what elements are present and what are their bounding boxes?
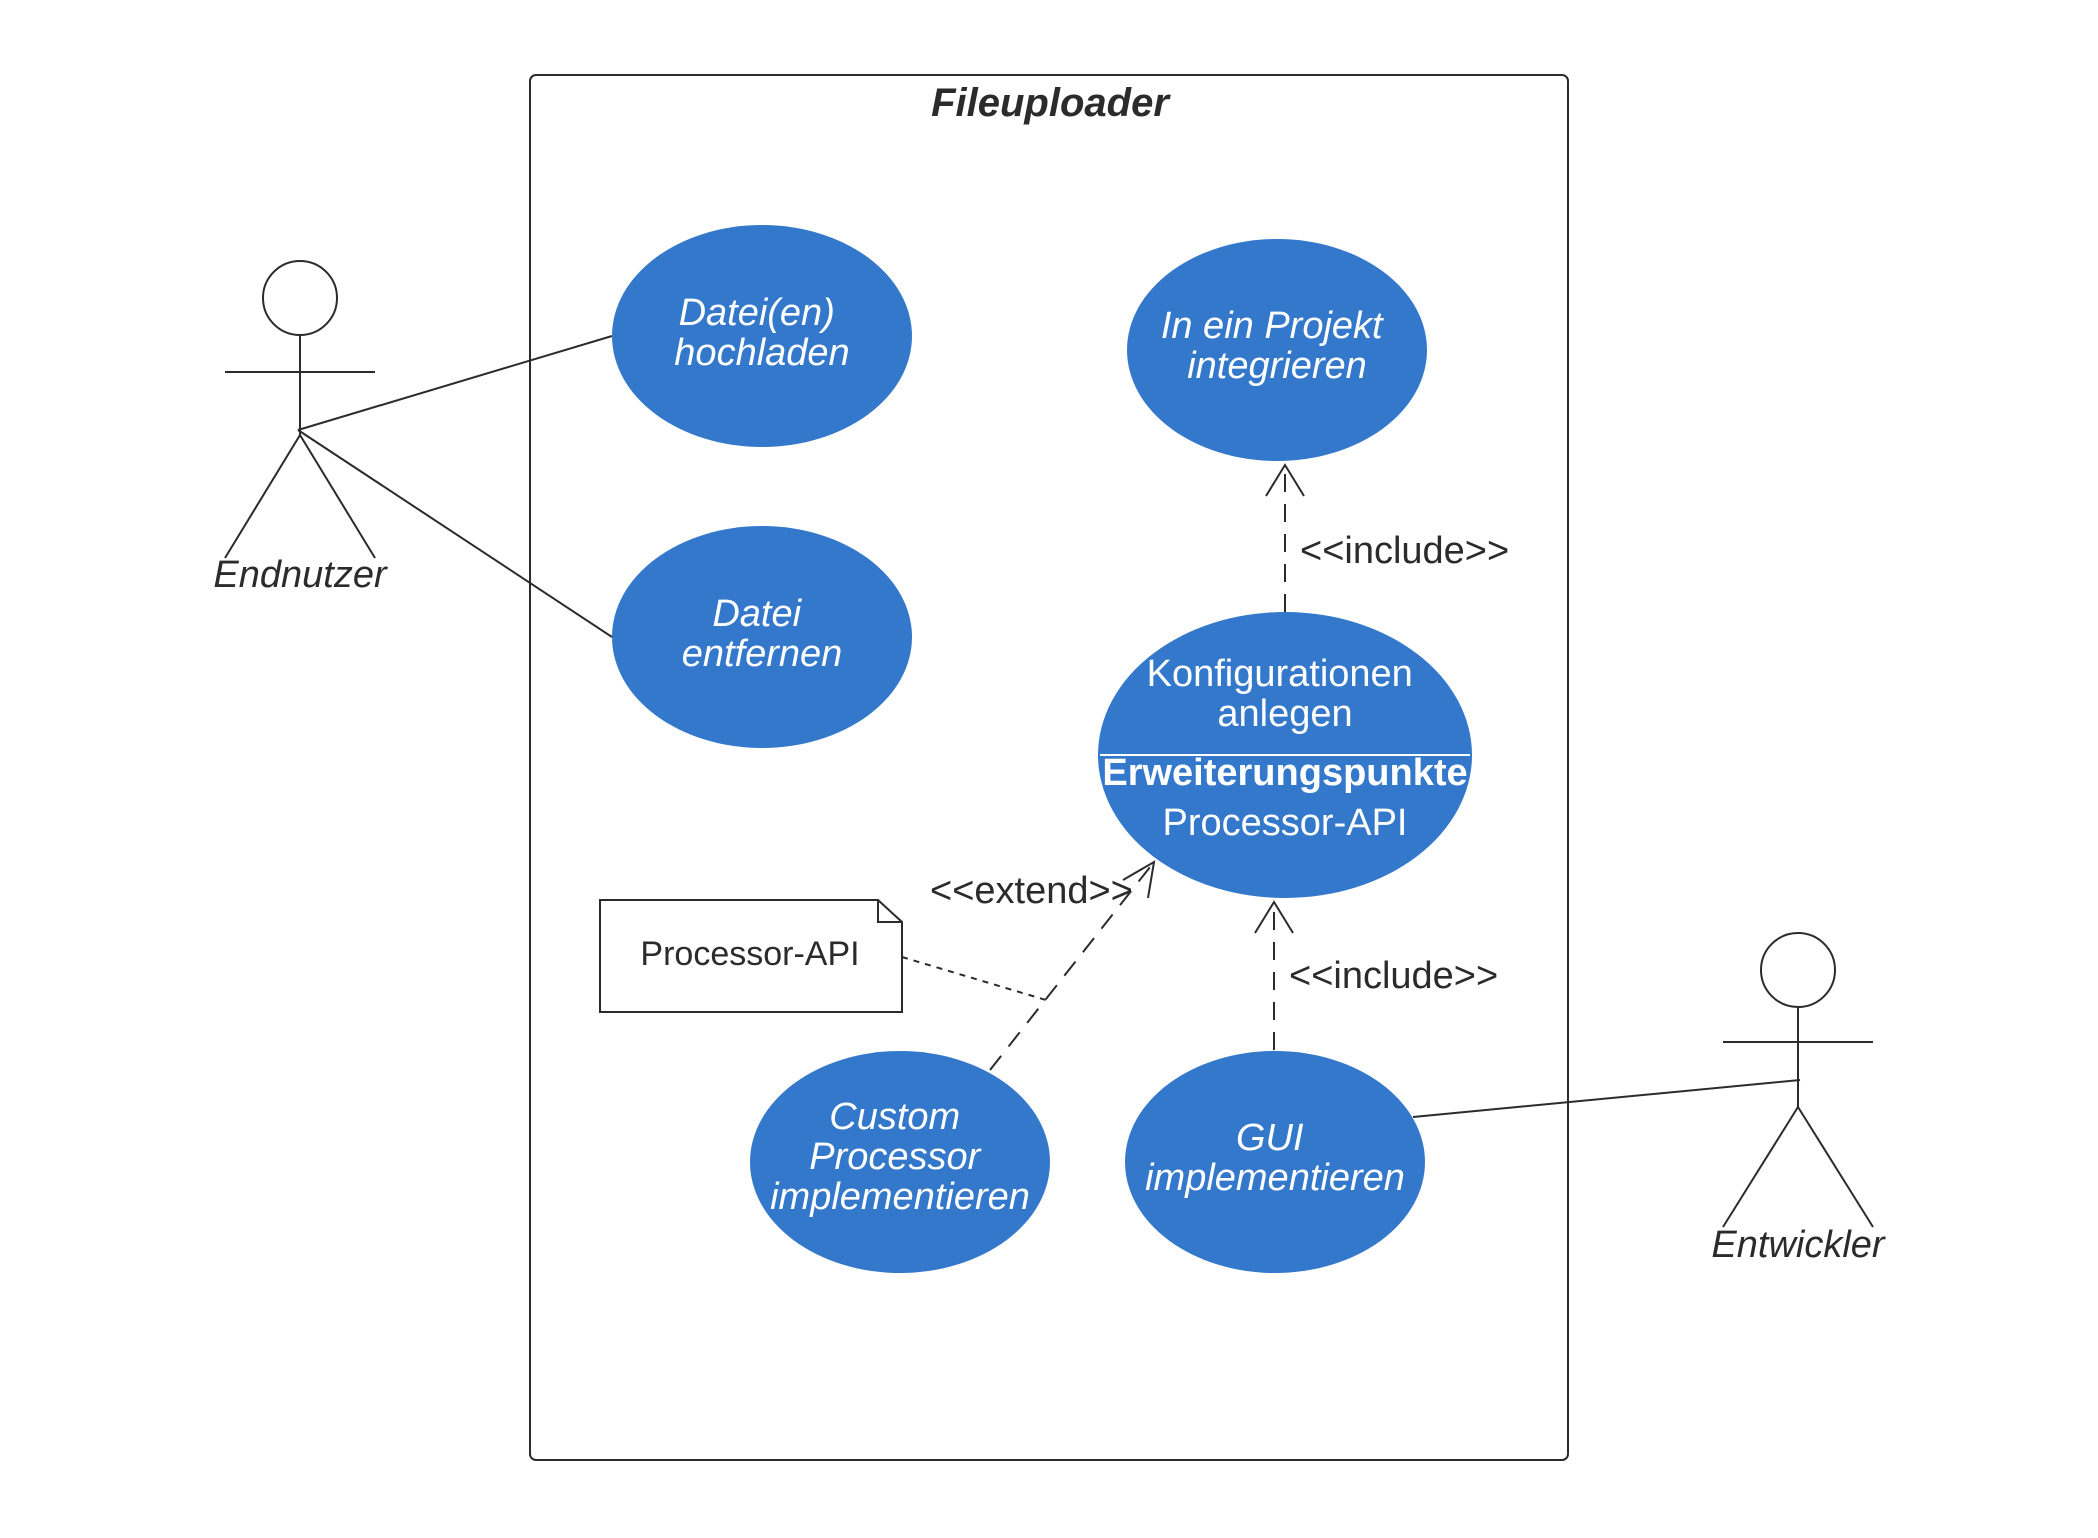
association-endnutzer-entfernen [297, 429, 613, 638]
association-entwickler-gui [1412, 1079, 1801, 1118]
use-case-label: Processor [809, 1136, 981, 1178]
use-case-custom-processor[interactable]: Custom Processor implementieren [750, 1051, 1050, 1273]
use-case-konfiguration[interactable]: Konfigurationen anlegen Erweiterungspunk… [1098, 612, 1472, 898]
use-case-label: implementieren [1145, 1157, 1405, 1199]
use-case-label: Datei(en) [679, 292, 835, 334]
arrowhead-icon [1254, 900, 1294, 934]
note-text: Processor-API [640, 935, 859, 973]
actor-entwickler: Entwickler [1711, 932, 1886, 1266]
use-case-label: Custom [829, 1096, 960, 1138]
extension-points-header: Erweiterungspunkte [1102, 752, 1467, 794]
use-case-integrieren[interactable]: In ein Projekt integrieren [1127, 239, 1427, 461]
arrowhead-icon [1122, 860, 1156, 899]
actor-label-endnutzer: Endnutzer [213, 554, 388, 596]
actor-head-icon [1760, 932, 1836, 1008]
use-case-entfernen[interactable]: Datei entfernen [612, 526, 912, 748]
svg-text:In ein Projekt integrier: In ein Projekt integrieren [1161, 305, 1393, 387]
extend-custom-konfig [989, 861, 1155, 1071]
extend-label: <<extend>> [930, 870, 1133, 912]
use-case-label: In ein Projekt [1161, 305, 1384, 347]
include-label-bottom: <<include>> [1289, 955, 1498, 997]
use-case-label: hochladen [674, 332, 849, 374]
svg-text:Konfigurationen anlegen: Konfigurationen anlegen [1147, 653, 1424, 735]
svg-text:Datei entfernen: Datei entfernen [682, 593, 843, 675]
use-case-hochladen[interactable]: Datei(en) hochladen [612, 225, 912, 447]
system-title: Fileuploader [931, 81, 1171, 125]
svg-text:Datei(en) hochladen: Datei(en) hochladen [674, 292, 849, 374]
use-case-label: entfernen [682, 633, 843, 675]
extension-point: Processor-API [1163, 802, 1408, 844]
include-label-top: <<include>> [1300, 530, 1509, 572]
use-case-label: Konfigurationen [1147, 653, 1413, 695]
use-case-label: Datei [712, 593, 802, 635]
arrowhead-icon [1265, 463, 1305, 497]
actor-head-icon [262, 260, 338, 336]
note-connector [901, 956, 1047, 1001]
use-case-gui[interactable]: GUI implementieren [1125, 1051, 1425, 1273]
use-case-label: anlegen [1217, 693, 1352, 735]
system-boundary [529, 74, 1569, 1461]
actor-endnutzer: Endnutzer [213, 260, 388, 596]
svg-text:Custom Processor i: Custom Processor implementieren [770, 1096, 1030, 1218]
actor-label-entwickler: Entwickler [1711, 1224, 1885, 1266]
use-case-label: GUI [1236, 1117, 1304, 1159]
use-case-label: implementieren [770, 1176, 1030, 1218]
svg-text:GUI implementieren: GUI implementieren [1145, 1117, 1405, 1199]
association-endnutzer-hochladen [297, 335, 613, 431]
use-case-label: integrieren [1187, 345, 1367, 387]
note-processor-api: Processor-API [599, 899, 903, 1013]
